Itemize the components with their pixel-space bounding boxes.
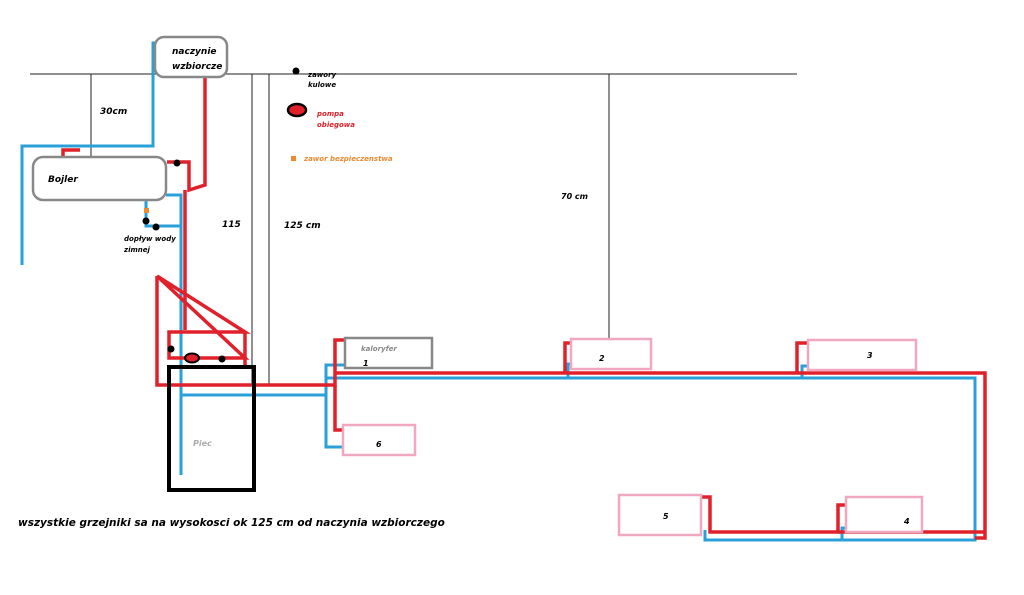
dim-30: 30cm <box>100 107 127 117</box>
vessel-label-1: naczynie <box>172 47 217 57</box>
radiator-4 <box>844 495 924 534</box>
radiator-6 <box>341 423 417 457</box>
valves <box>142 67 300 363</box>
pump-icon <box>184 352 200 364</box>
legend-pump-2: obiegowa <box>317 121 355 129</box>
ball-valve-legend-icon <box>292 67 300 75</box>
radiator-3 <box>806 338 918 372</box>
footer-note: wszystkie grzejniki sa na wysokosci ok 1… <box>18 517 445 529</box>
radiator-4-number: 4 <box>903 517 910 526</box>
legend-ball-valves-1: zawory <box>307 71 337 79</box>
furnace <box>167 365 256 492</box>
radiator-1 <box>343 336 434 370</box>
dim-115: 115 <box>222 220 241 230</box>
cold-water-label-1: dopływ wody <box>124 235 176 243</box>
boiler-label: Bojler <box>48 175 78 185</box>
boiler <box>31 155 168 202</box>
legend-pump-1: pompa <box>316 110 344 118</box>
radiator-5 <box>617 493 703 537</box>
hot-pipes <box>61 78 987 540</box>
cold-water-label-2: zimnej <box>123 246 150 254</box>
radiator-2 <box>569 337 653 371</box>
safety-valve-icon <box>144 208 149 213</box>
pump-legend-icon <box>286 102 308 118</box>
legend-ball-valves-2: kulowe <box>308 81 336 89</box>
radiator-3-number: 3 <box>867 351 873 360</box>
radiator-5-number: 5 <box>663 512 669 521</box>
radiator-label: kaloryfer <box>361 345 397 353</box>
radiator-1-number: 1 <box>363 359 369 368</box>
radiator-6-number: 6 <box>376 440 382 449</box>
vessel-label-2: wzbiorcze <box>172 62 222 72</box>
expansion-vessel <box>153 35 229 79</box>
cold-pipes <box>20 41 977 542</box>
dim-70: 70 cm <box>561 192 588 201</box>
furnace-label: Piec <box>193 439 212 448</box>
dim-125: 125 cm <box>284 221 321 231</box>
legend-safety-valve: zawor bezpieczenstwa <box>303 155 393 163</box>
safety-valve-legend-icon <box>291 156 296 161</box>
radiator-2-number: 2 <box>599 354 605 363</box>
